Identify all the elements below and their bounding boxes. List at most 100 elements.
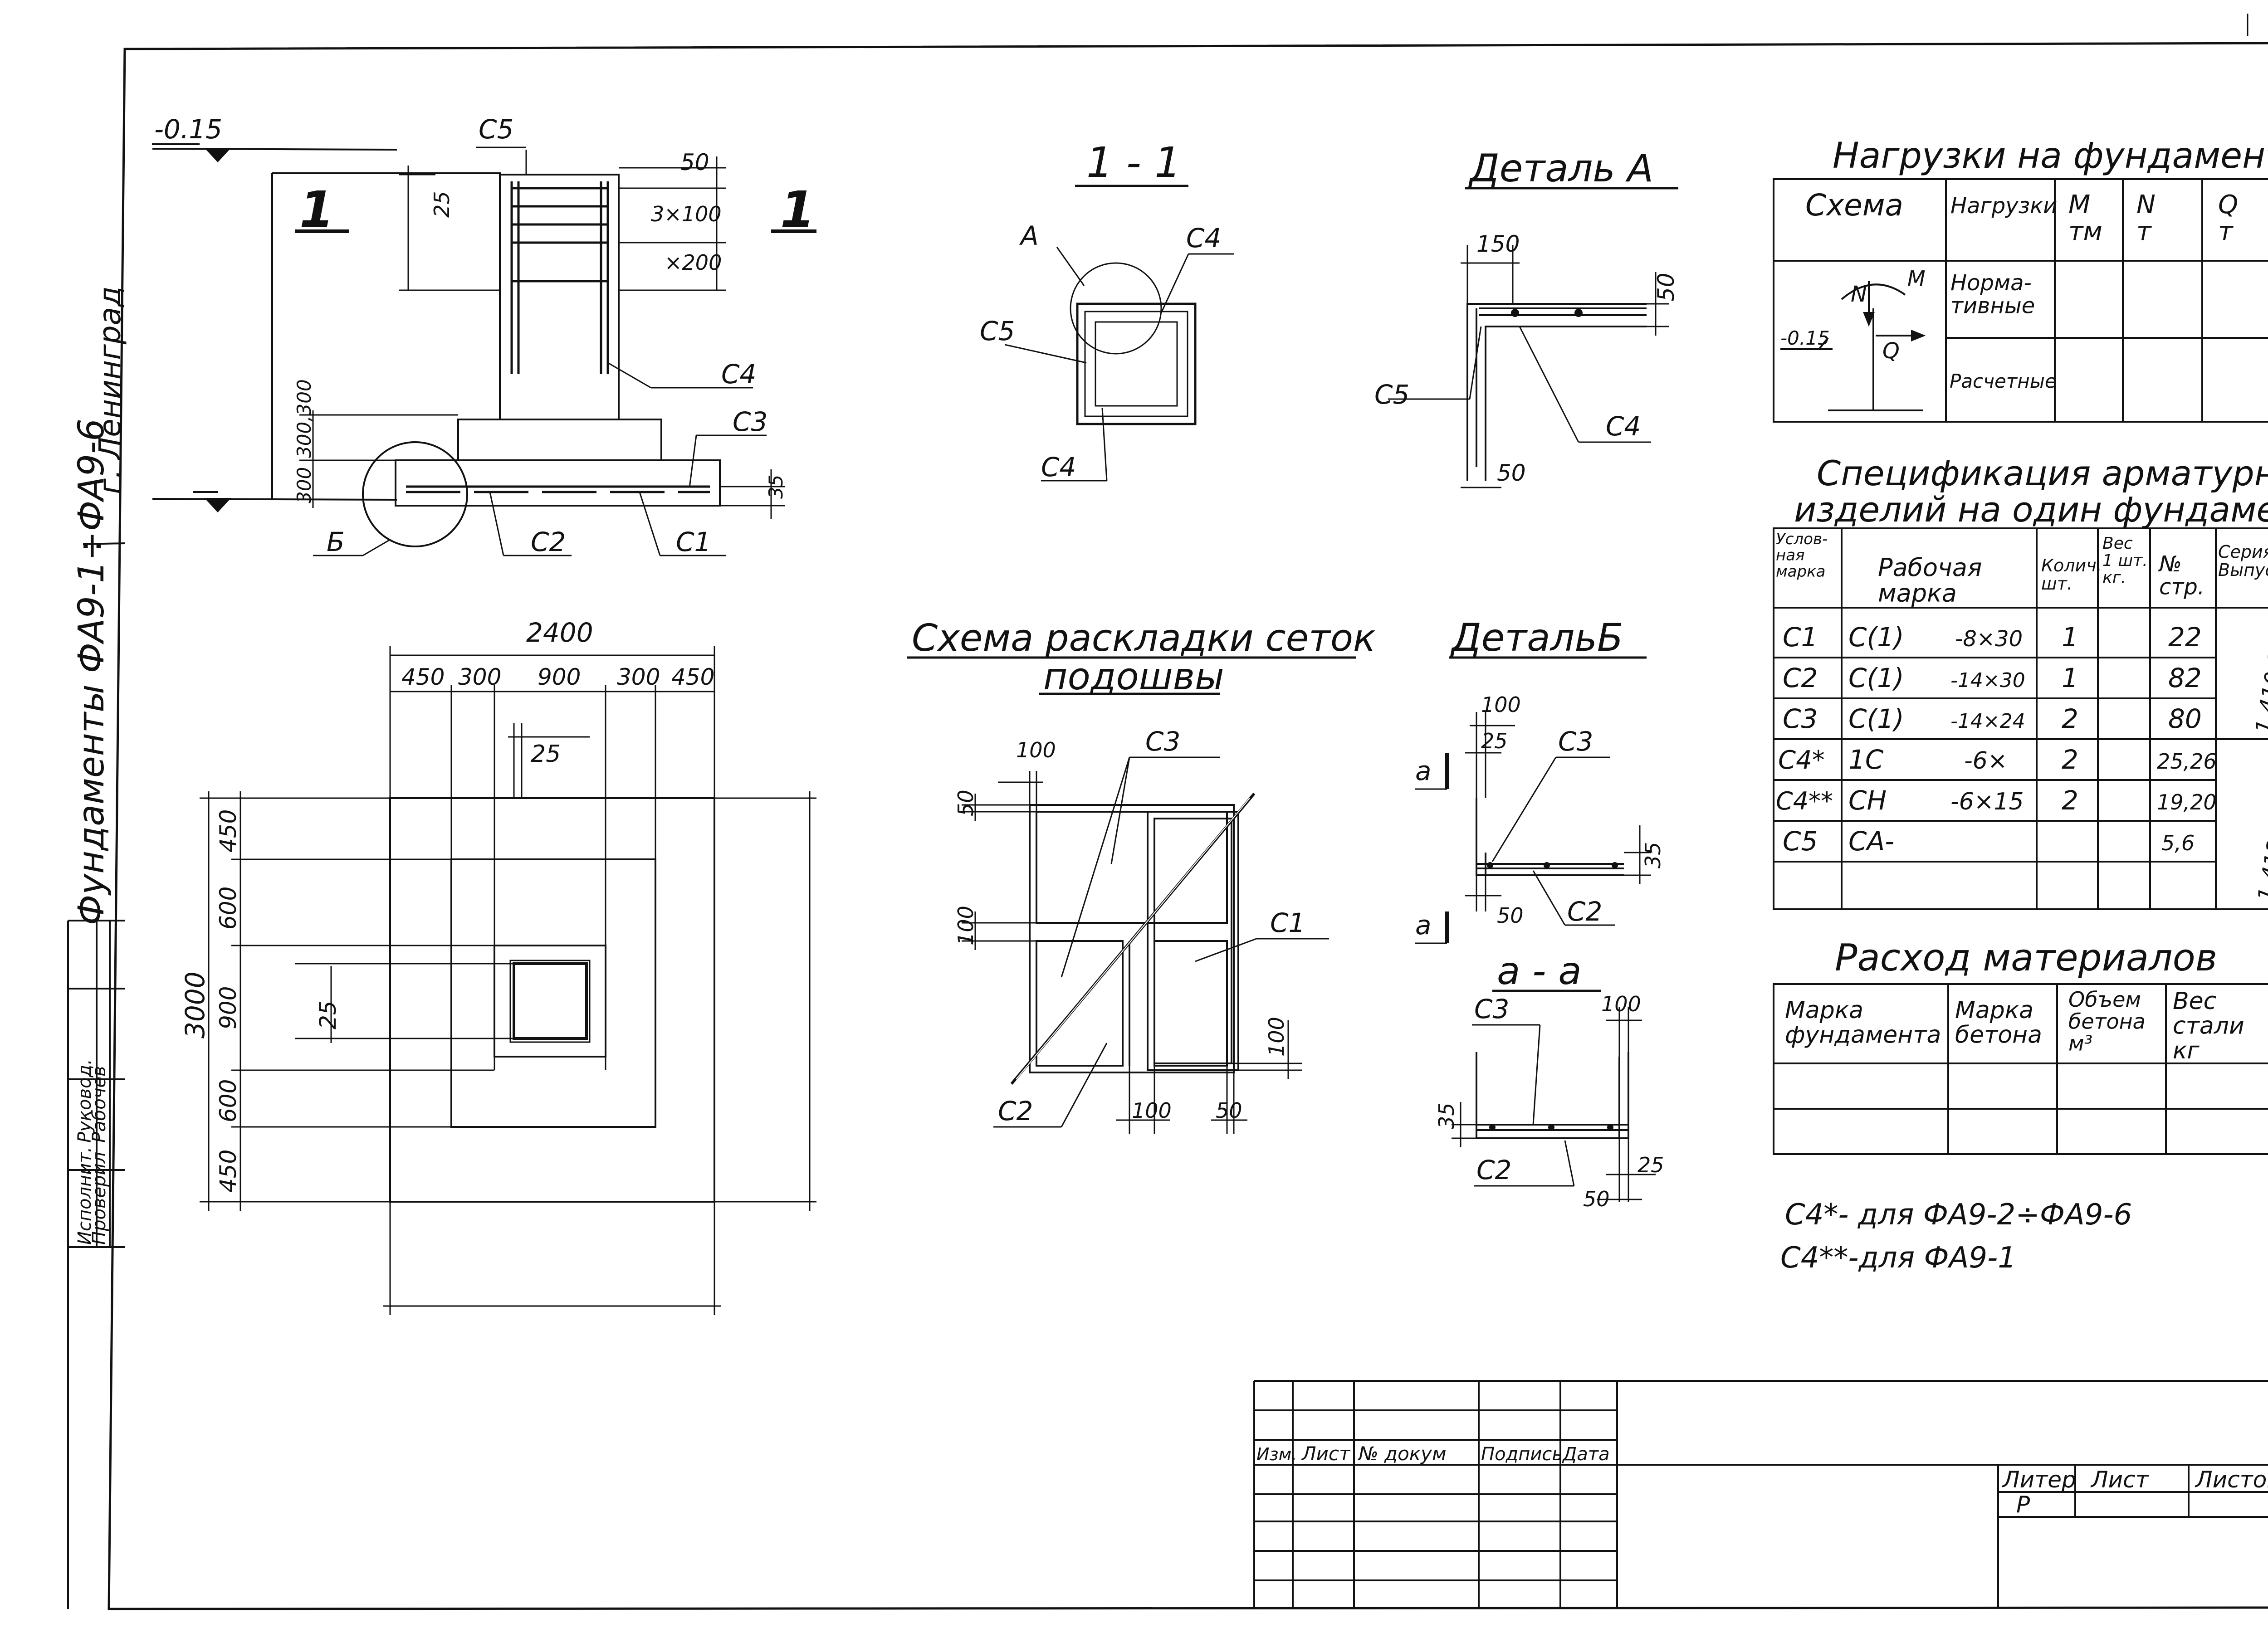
spec-cell-work: С(1): [1848, 663, 1904, 693]
sidebar-title: Фундаменты ФА9-1÷ФА9-6: [71, 419, 112, 925]
spec-row-1: С1 С(1) -8×30 1 22: [1783, 622, 2202, 653]
detail-b-label-c2: С2: [1567, 896, 1602, 927]
cut11-label-c4-top: С4: [1186, 223, 1221, 253]
aa-dim-50: 50: [1583, 1187, 1610, 1211]
detail-b-dim-25: 25: [1481, 729, 1508, 753]
stamp-col-sheet: Лист: [1301, 1443, 1351, 1465]
level-top-label: -0.15: [154, 114, 222, 145]
mesh-dim-50-bottom: 50: [1216, 1098, 1242, 1123]
foundation-plan: 2400 450 300 900 300 450 25 3000 450 600…: [180, 617, 816, 1315]
plan-dim-25-side: 25: [315, 1000, 341, 1029]
detail-a: Деталь А 150 50 50 С5 С4: [1374, 146, 1679, 488]
plan-overall-width: 2400: [526, 617, 593, 648]
spec-series-2: 1.412-1/77, В3: [2253, 740, 2268, 903]
aa-label-c3: С3: [1474, 994, 1509, 1024]
cut11-title: 1 - 1: [1086, 138, 1181, 187]
spec-header-qty: Колич.шт.: [2041, 556, 2102, 594]
detail-b-title: ДетальБ: [1450, 615, 1623, 660]
dim-35-section: 35: [765, 475, 787, 499]
spec-cell-page: 22: [2168, 622, 2202, 653]
detail-b-dim-100: 100: [1481, 692, 1521, 717]
detail-a-title: Деталь А: [1468, 146, 1653, 190]
spec-cell-page: 82: [2168, 663, 2202, 693]
spec-cell-page: 5,6: [2161, 831, 2195, 855]
aa-title: а - а: [1497, 949, 1582, 993]
detail-a-label-c4: С4: [1606, 411, 1641, 442]
plan-dim-25-top: 25: [531, 741, 561, 768]
spec-series-1: 1.410-2 Вып 1: [2251, 575, 2268, 736]
note-1: С4*- для ФА9-2÷ФА9-6: [1785, 1198, 2132, 1232]
dim-x200: ×200: [665, 250, 722, 275]
label-c5-section: С5: [479, 114, 513, 145]
dim-50-section: 50: [680, 149, 709, 175]
stamp-col-change: Изм.: [1256, 1444, 1297, 1464]
title-block: Изм. Лист № докум Подпись Дата Литер Лис…: [1253, 1380, 2268, 1608]
mesh-label-c3: С3: [1145, 726, 1180, 757]
materials-title: Расход материалов: [1835, 936, 2217, 980]
mesh-dim-100-left: 100: [953, 906, 978, 946]
detail-a-dim-150: 150: [1476, 231, 1520, 257]
dim-300-300: 300,300: [293, 379, 315, 458]
label-c4-section: С4: [721, 359, 756, 390]
stamp-liter-value: Р: [2016, 1492, 2030, 1518]
spec-cell-size: -6×: [1964, 747, 2007, 775]
mesh-dim-100-right: 100: [1264, 1017, 1289, 1057]
foundation-section: -0.15 1 1 С5 50 25 3×100 ×200 С4 С3 С2: [152, 114, 816, 557]
mesh-label-c2: С2: [998, 1096, 1033, 1126]
plan-height-5: 450: [215, 1150, 241, 1193]
spec-cell-work: С(1): [1848, 703, 1904, 734]
label-c1-section: С1: [676, 526, 711, 557]
note-2: С4**-для ФА9-1: [1780, 1241, 2016, 1275]
aa-label-c2: С2: [1476, 1155, 1511, 1185]
mesh-dim-50: 50: [953, 790, 978, 816]
dim-3x100: 3×100: [651, 202, 722, 226]
mesh-title-2: подошвы: [1043, 655, 1224, 698]
spec-cell-work: СН: [1848, 785, 1887, 816]
dim-25-section: 25: [430, 191, 454, 218]
spec-cell-page: 19,20: [2157, 790, 2217, 814]
spec-cell-mark: С4*: [1778, 746, 1825, 775]
cut11-label-c5: С5: [980, 316, 1015, 346]
detail-a-dim-50-right: 50: [1653, 273, 1679, 302]
stamp-sheets-header: Листов: [2195, 1467, 2268, 1493]
spec-cell-qty: 2: [2062, 744, 2078, 775]
spec-cell-qty: 1: [2062, 663, 2078, 693]
spec-cell-size: -14×30: [1950, 669, 2025, 692]
plan-width-5: 450: [671, 664, 714, 690]
spec-row-3: С3 С(1) -14×24 2 80: [1783, 703, 2202, 734]
stamp-col-date: Дата: [1562, 1444, 1610, 1465]
sidebar-role-1: Исполнит.: [74, 1147, 95, 1245]
plan-overall-height: 3000: [180, 971, 210, 1038]
sidebar-role-3: Руковод.: [74, 1059, 95, 1143]
detail-b-dim-50: 50: [1497, 903, 1524, 928]
sheet-frame: [108, 42, 2268, 1610]
spec-title-1: Спецификация арматурных: [1817, 453, 2268, 493]
plan-height-1: 450: [215, 809, 241, 853]
spec-row-6: С5 СА- 5,6: [1783, 826, 2195, 857]
loads-schema-q: Q: [1882, 338, 1900, 364]
cut11-label-a: А: [1019, 220, 1039, 251]
mesh-dim-100-bottom: 100: [1132, 1098, 1172, 1123]
cut11-label-c4-bottom: С4: [1041, 452, 1076, 483]
detail-b-label-c3: С3: [1558, 726, 1593, 757]
detail-a-label-c5: С5: [1374, 379, 1409, 410]
spec-row-5: С4** СН -6×15 2 19,20: [1776, 785, 2217, 816]
detail-b-section-a-top: а: [1415, 756, 1432, 786]
plan-height-4: 600: [215, 1079, 241, 1122]
plan-width-2: 300: [458, 664, 501, 690]
spec-cell-work: 1С: [1848, 744, 1884, 775]
loads-row-normative: Норма-тивные: [1950, 270, 2035, 318]
detail-b: ДетальБ 100 25 С3 35 а: [1415, 615, 1665, 1211]
plan-width-3: 900: [538, 664, 581, 690]
label-c2-section: С2: [531, 526, 566, 557]
